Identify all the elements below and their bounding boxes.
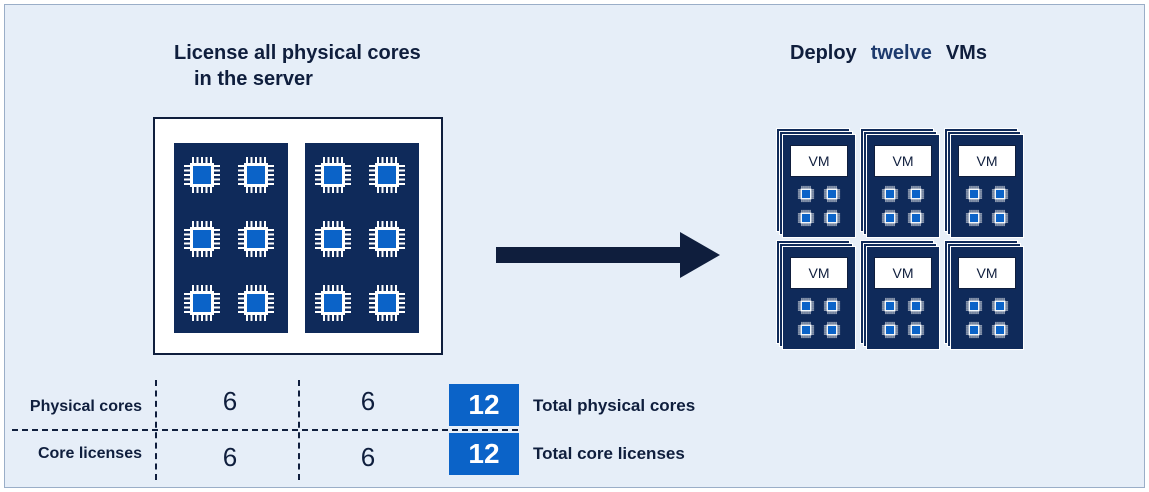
right-title-count: twelve (870, 42, 932, 64)
cpu-chip-icon (369, 157, 405, 193)
cpu-chip-icon (315, 221, 351, 257)
cpu-chip-icon (991, 185, 1009, 203)
vm-card: VM (950, 134, 1024, 238)
core-licenses-socket-1: 6 (222, 442, 238, 472)
right-title-vms: VMs (945, 42, 987, 64)
cpu-chip-icon (797, 185, 815, 203)
cpu-chip-icon (907, 209, 925, 227)
cpu-chip-icon (238, 157, 274, 193)
vm-label: VM (790, 145, 848, 177)
vm-label: VM (790, 257, 848, 289)
cpu-chip-icon (797, 297, 815, 315)
row-divider (12, 429, 518, 431)
cpu-chip-icon (965, 185, 983, 203)
row-label-core-licenses: Core licenses (37, 445, 142, 462)
cpu-socket-1 (174, 143, 288, 333)
cpu-chip-icon (991, 297, 1009, 315)
core-licenses-socket-2: 6 (360, 442, 376, 472)
total-physical-cores-value: 12 (449, 384, 519, 426)
total-core-licenses-value: 12 (449, 433, 519, 475)
cpu-chip-icon (315, 157, 351, 193)
cpu-chip-icon (797, 321, 815, 339)
cpu-chip-icon (991, 209, 1009, 227)
vm-label: VM (958, 257, 1016, 289)
cpu-chip-icon (823, 297, 841, 315)
cpu-chip-icon (965, 209, 983, 227)
cpu-chip-icon (369, 285, 405, 321)
vm-label: VM (958, 145, 1016, 177)
left-title-line-2: in the server (194, 68, 313, 90)
cpu-chip-icon (184, 157, 220, 193)
cpu-chip-icon (369, 221, 405, 257)
cpu-chip-icon (238, 221, 274, 257)
physical-cores-socket-1: 6 (222, 386, 238, 416)
cpu-chip-icon (823, 209, 841, 227)
cpu-chip-icon (315, 285, 351, 321)
cpu-chip-icon (823, 321, 841, 339)
server-box (153, 117, 443, 355)
vm-card: VM (950, 246, 1024, 350)
cpu-chip-icon (881, 297, 899, 315)
cpu-chip-icon (881, 321, 899, 339)
total-physical-cores-label: Total physical cores (533, 396, 696, 415)
cpu-chip-icon (184, 285, 220, 321)
vm-card: VM (782, 246, 856, 350)
right-arrow-icon (496, 232, 720, 278)
vm-card: VM (782, 134, 856, 238)
right-title-deploy: Deploy (790, 42, 857, 64)
vm-card: VM (866, 134, 940, 238)
physical-cores-socket-2: 6 (360, 386, 376, 416)
cpu-chip-icon (907, 185, 925, 203)
cpu-socket-2 (305, 143, 419, 333)
cpu-chip-icon (965, 321, 983, 339)
vm-label: VM (874, 257, 932, 289)
total-core-licenses-label: Total core licenses (533, 444, 685, 463)
cpu-chip-icon (907, 297, 925, 315)
cpu-chip-icon (881, 185, 899, 203)
cpu-chip-icon (881, 209, 899, 227)
cpu-chip-icon (907, 321, 925, 339)
cpu-chip-icon (965, 297, 983, 315)
cpu-chip-icon (797, 209, 815, 227)
cpu-chip-icon (238, 285, 274, 321)
right-title: Deploy twelve VMs (790, 42, 987, 65)
cpu-chip-icon (184, 221, 220, 257)
cpu-chip-icon (823, 185, 841, 203)
vm-card: VM (866, 246, 940, 350)
vm-label: VM (874, 145, 932, 177)
cpu-chip-icon (991, 321, 1009, 339)
row-label-physical-cores: Physical cores (29, 398, 142, 415)
left-title-line-1: License all physical cores (174, 42, 421, 64)
